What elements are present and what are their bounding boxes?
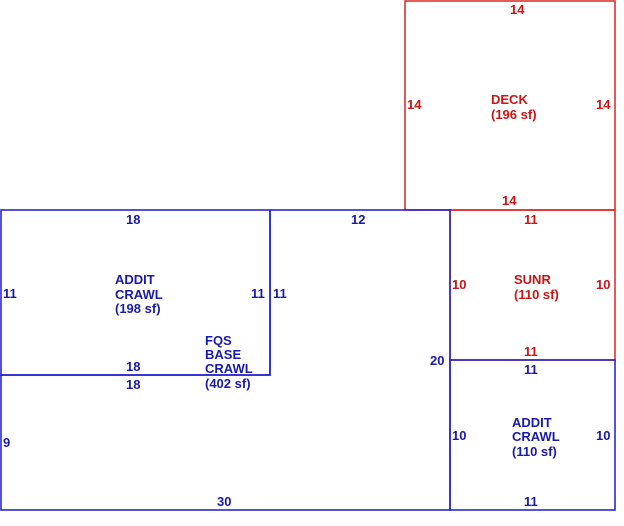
base-crawl-dim-step: 18: [126, 377, 140, 392]
addit-crawl-2-dim-top: 11: [524, 362, 538, 377]
addit-crawl-1-dim-top: 18: [126, 212, 140, 227]
sunr-area: (110 sf): [514, 287, 559, 302]
deck-dim-right: 14: [596, 97, 611, 112]
base-crawl-dim-left-lower: 9: [3, 435, 10, 450]
sunr-name: SUNR: [514, 272, 551, 287]
addit-crawl-1-outline: [0, 209, 271, 376]
sunr-dim-top: 11: [524, 212, 538, 227]
addit-crawl-1-dim-left: 11: [3, 286, 17, 301]
addit-crawl-2-dim-left: 10: [452, 428, 466, 443]
addit-crawl-2-name-line1: ADDIT: [512, 415, 552, 430]
deck-dim-bottom: 14: [502, 193, 517, 208]
addit-crawl-1-area: (198 sf): [115, 301, 161, 316]
base-crawl-area: (402 sf): [205, 376, 251, 391]
base-crawl-dim-right: 20: [430, 353, 444, 368]
addit-crawl-1-name-line1: ADDIT: [115, 272, 155, 287]
base-crawl-name-line2: BASE: [205, 347, 241, 362]
addit-crawl-1-dim-bottom: 18: [126, 359, 140, 374]
addit-crawl-1-name-line2: CRAWL: [115, 287, 163, 302]
base-crawl-dim-left-upper: 11: [273, 286, 287, 301]
addit-crawl-2-name-line2: CRAWL: [512, 429, 560, 444]
addit-crawl-2-dim-right: 10: [596, 428, 610, 443]
sunr-dim-right: 10: [596, 277, 610, 292]
base-crawl-dim-top: 12: [351, 212, 365, 227]
addit-crawl-2-dim-bottom: 11: [524, 494, 538, 509]
addit-crawl-1-dim-right: 11: [251, 286, 265, 301]
base-crawl-name-line3: CRAWL: [205, 361, 253, 376]
deck-dim-left: 14: [407, 97, 422, 112]
addit-crawl-2-area: (110 sf): [512, 444, 557, 459]
deck-area: (196 sf): [491, 107, 537, 122]
addit-crawl-2-outline: [449, 359, 616, 511]
base-crawl-dim-bottom: 30: [217, 494, 231, 509]
deck-name: DECK: [491, 92, 528, 107]
sunr-dim-left: 10: [452, 277, 466, 292]
sunr-dim-bottom: 11: [524, 344, 538, 359]
deck-dim-top: 14: [510, 2, 525, 17]
base-crawl-name-line1: FQS: [205, 333, 232, 348]
